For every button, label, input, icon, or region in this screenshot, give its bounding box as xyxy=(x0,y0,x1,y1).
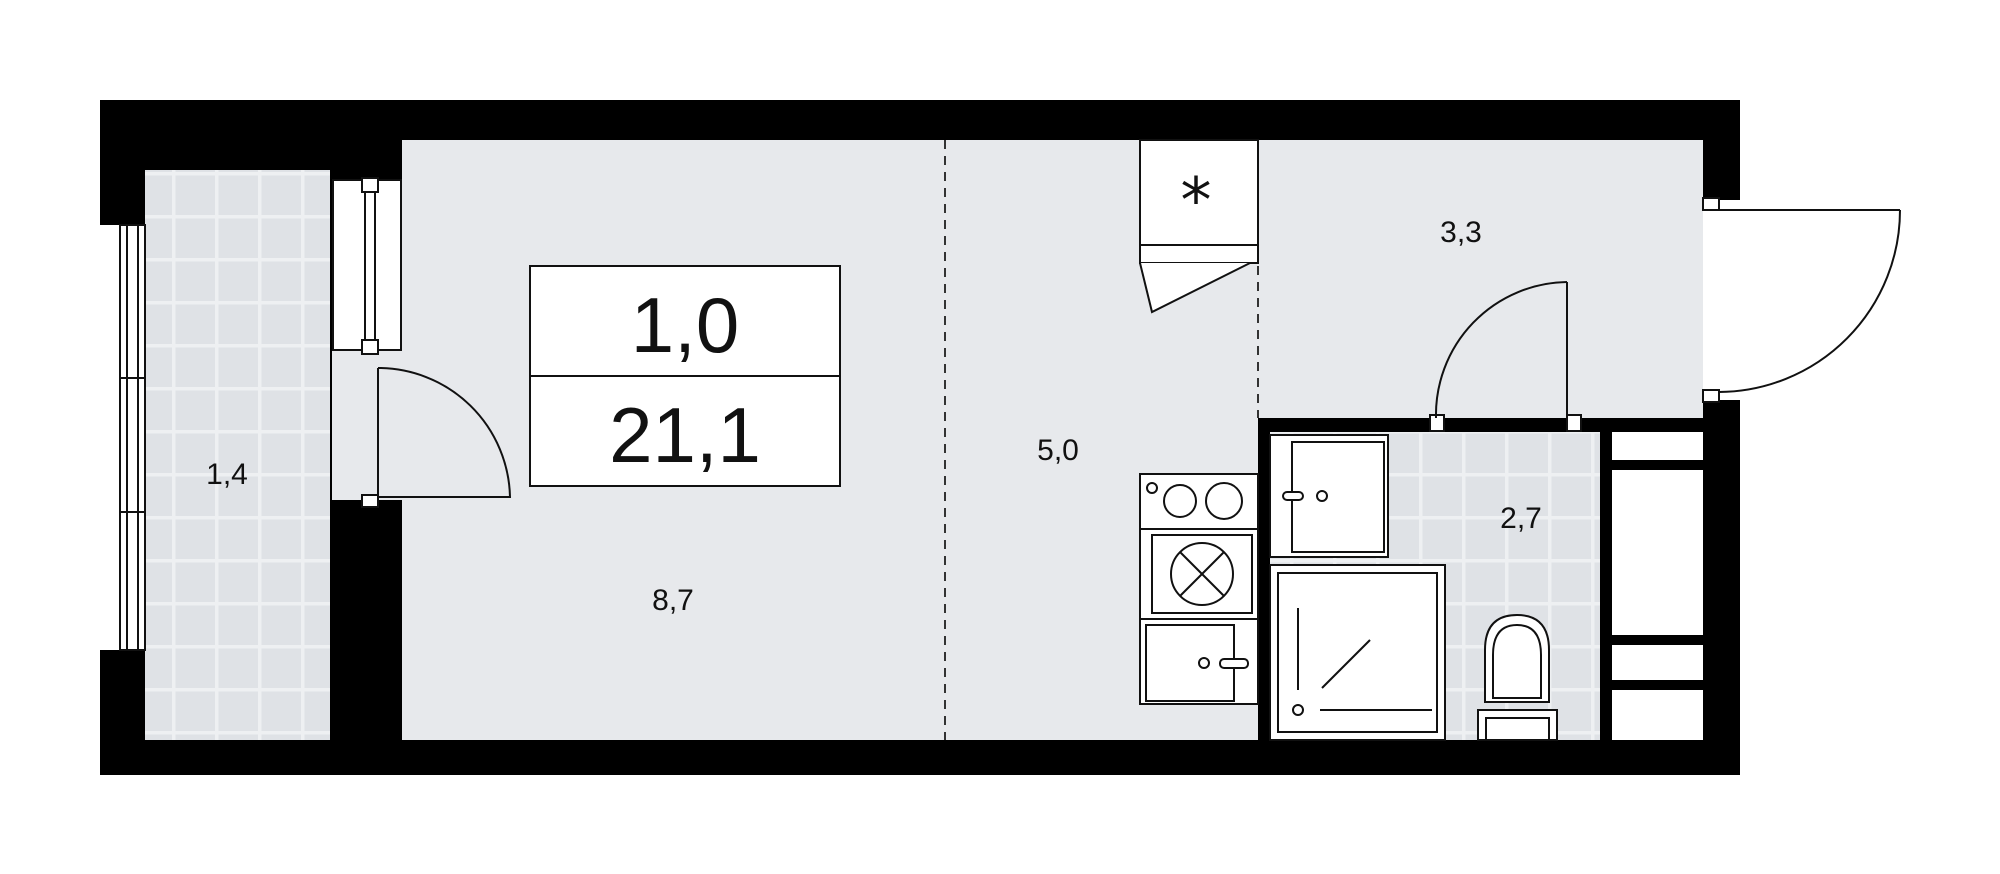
shaft xyxy=(1612,432,1703,740)
ventilation-unit: * xyxy=(1139,139,1259,314)
shaft-rungs xyxy=(1612,460,1703,690)
bathroom-wall-top xyxy=(1258,418,1436,432)
total-area: 21,1 xyxy=(609,391,761,479)
bathroom-wall-top-right xyxy=(1572,418,1703,432)
balcony-door xyxy=(361,367,512,508)
toilet xyxy=(1477,613,1558,741)
bathroom-door xyxy=(1429,281,1582,432)
outer-wall-right-lower xyxy=(1703,400,1740,775)
room-count: 1,0 xyxy=(631,281,739,369)
balcony-area: 1,4 xyxy=(206,458,248,491)
shaft-wall-left xyxy=(1600,432,1612,740)
entrance-door xyxy=(1702,197,1901,403)
washing-machine xyxy=(1139,528,1259,620)
balcony-wall-top xyxy=(330,140,402,180)
living-window xyxy=(332,177,402,355)
stove xyxy=(1139,473,1259,530)
balcony-floor xyxy=(145,170,330,740)
living-area: 8,7 xyxy=(652,584,694,617)
kitchen-area: 5,0 xyxy=(1037,434,1079,467)
shower-tray xyxy=(1269,564,1446,741)
snowflake-icon: * xyxy=(1181,164,1212,237)
bathroom-sink xyxy=(1269,434,1389,558)
kitchen-sink xyxy=(1139,618,1259,705)
balcony-wall-bottom xyxy=(330,500,402,740)
hall-area: 3,3 xyxy=(1440,216,1482,249)
door-opening-floor xyxy=(332,345,402,500)
entrance-gap xyxy=(1703,200,1748,400)
summary-box: 1,0 21,1 xyxy=(529,265,841,487)
bathroom-wall-left xyxy=(1258,418,1270,740)
balcony-window xyxy=(119,224,146,651)
hall-floor xyxy=(1258,140,1703,418)
bathroom-area: 2,7 xyxy=(1500,502,1542,535)
